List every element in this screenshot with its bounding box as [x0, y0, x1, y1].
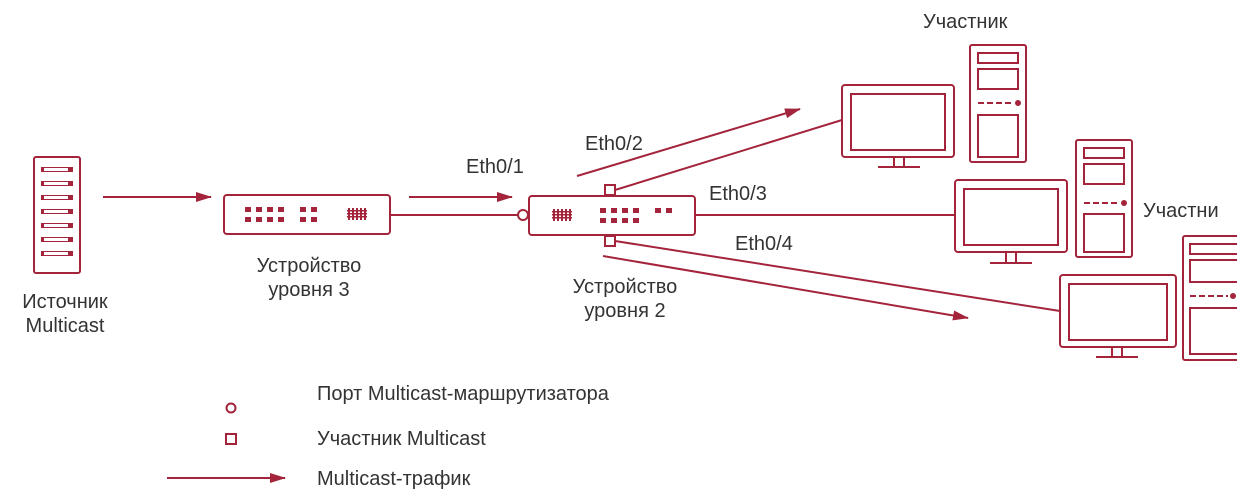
- source-label-line1: Источник: [22, 291, 108, 313]
- member-port-square-icon-top: [604, 184, 616, 196]
- legend-traffic-label: Multicast-трафик: [317, 468, 471, 490]
- legend-member-label: Участник Multicast: [317, 428, 486, 450]
- port-eth01-label: Eth0/1: [466, 156, 524, 178]
- port-eth03-label: Eth0/3: [709, 183, 767, 205]
- l3-switch-icon: [223, 194, 391, 235]
- port-eth04-label: Eth0/4: [735, 233, 793, 255]
- l3-device-label: Устройство уровня 3: [244, 254, 374, 302]
- l2-switch-icon: [528, 195, 696, 236]
- l2-device-label: Устройство уровня 2: [555, 275, 695, 323]
- member-port-square-icon-bottom: [604, 235, 616, 247]
- source-label: Источник Multicast: [10, 290, 120, 338]
- source-server-icon: [33, 156, 81, 274]
- legend-circle-icon: [225, 402, 237, 414]
- l3-device-label-line2: уровня 3: [268, 279, 350, 301]
- source-label-line2: Multicast: [25, 315, 105, 337]
- l2-device-label-line2: уровня 2: [584, 300, 666, 322]
- traffic-arrow-eth04: [602, 255, 969, 321]
- router-port-circle-icon: [517, 209, 529, 221]
- member-top-computer-icon: [841, 44, 1027, 168]
- traffic-arrow-eth02: [576, 108, 801, 177]
- legend-square-icon: [225, 433, 237, 445]
- member-bottom-computer-icon: [1059, 235, 1237, 361]
- member-top-label: Участник: [923, 11, 1008, 33]
- l2-device-label-line1: Устройство: [572, 276, 678, 298]
- port-eth02-label: Eth0/2: [585, 133, 643, 155]
- member-middle-label: Участни: [1143, 200, 1219, 222]
- link-eth02: [614, 119, 843, 191]
- member-middle-computer-icon: [954, 139, 1133, 264]
- legend-router-port-label: Порт Multicast-маршрутизатора: [317, 383, 609, 405]
- l3-device-label-line1: Устройство: [256, 255, 362, 277]
- link-eth04: [614, 240, 1061, 312]
